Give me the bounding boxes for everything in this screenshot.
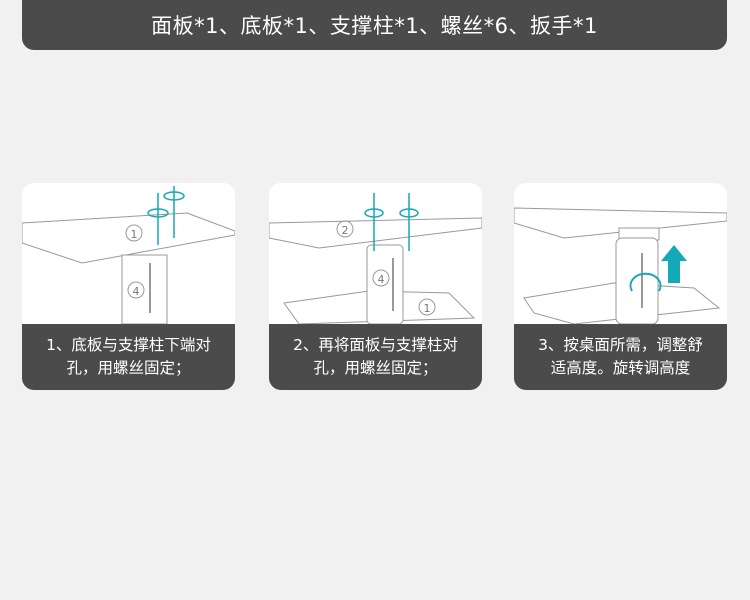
part-1-marker (125, 224, 143, 242)
svg-text:2: 2 (342, 224, 349, 237)
step-card-2: 2 4 1 2、再将面板与支撑柱对 孔，用螺丝固定； (269, 183, 482, 390)
rotate-arrow-icon (629, 272, 662, 292)
parts-list-header: 面板*1、底板*1、支撑柱*1、螺丝*6、扳手*1 (22, 0, 727, 50)
step-card-3: 3、按桌面所需，调整舒 适高度。旋转调高度 (514, 183, 727, 390)
step-2-caption: 2、再将面板与支撑柱对 孔，用螺丝固定； (269, 324, 482, 390)
svg-text:4: 4 (133, 285, 140, 298)
screw-rotation-icon (364, 193, 419, 251)
step-1-caption: 1、底板与支撑柱下端对 孔，用螺丝固定； (22, 324, 235, 390)
step-card-1: 1 4 1、底板与支撑柱下端对 孔，用螺丝固定； (22, 183, 235, 390)
svg-text:4: 4 (378, 273, 385, 286)
step-2-illustration: 2 4 1 (269, 193, 482, 324)
svg-text:1: 1 (424, 302, 431, 315)
step-1-illustration: 1 4 (22, 186, 235, 324)
step-3-caption: 3、按桌面所需，调整舒 适高度。旋转调高度 (514, 324, 727, 390)
svg-text:1: 1 (131, 228, 138, 241)
step-3-illustration (514, 207, 727, 324)
parts-list-title: 面板*1、底板*1、支撑柱*1、螺丝*6、扳手*1 (151, 14, 598, 38)
screw-rotation-icon (147, 186, 185, 245)
part-4-marker (127, 281, 145, 299)
up-arrow-icon (661, 245, 687, 283)
